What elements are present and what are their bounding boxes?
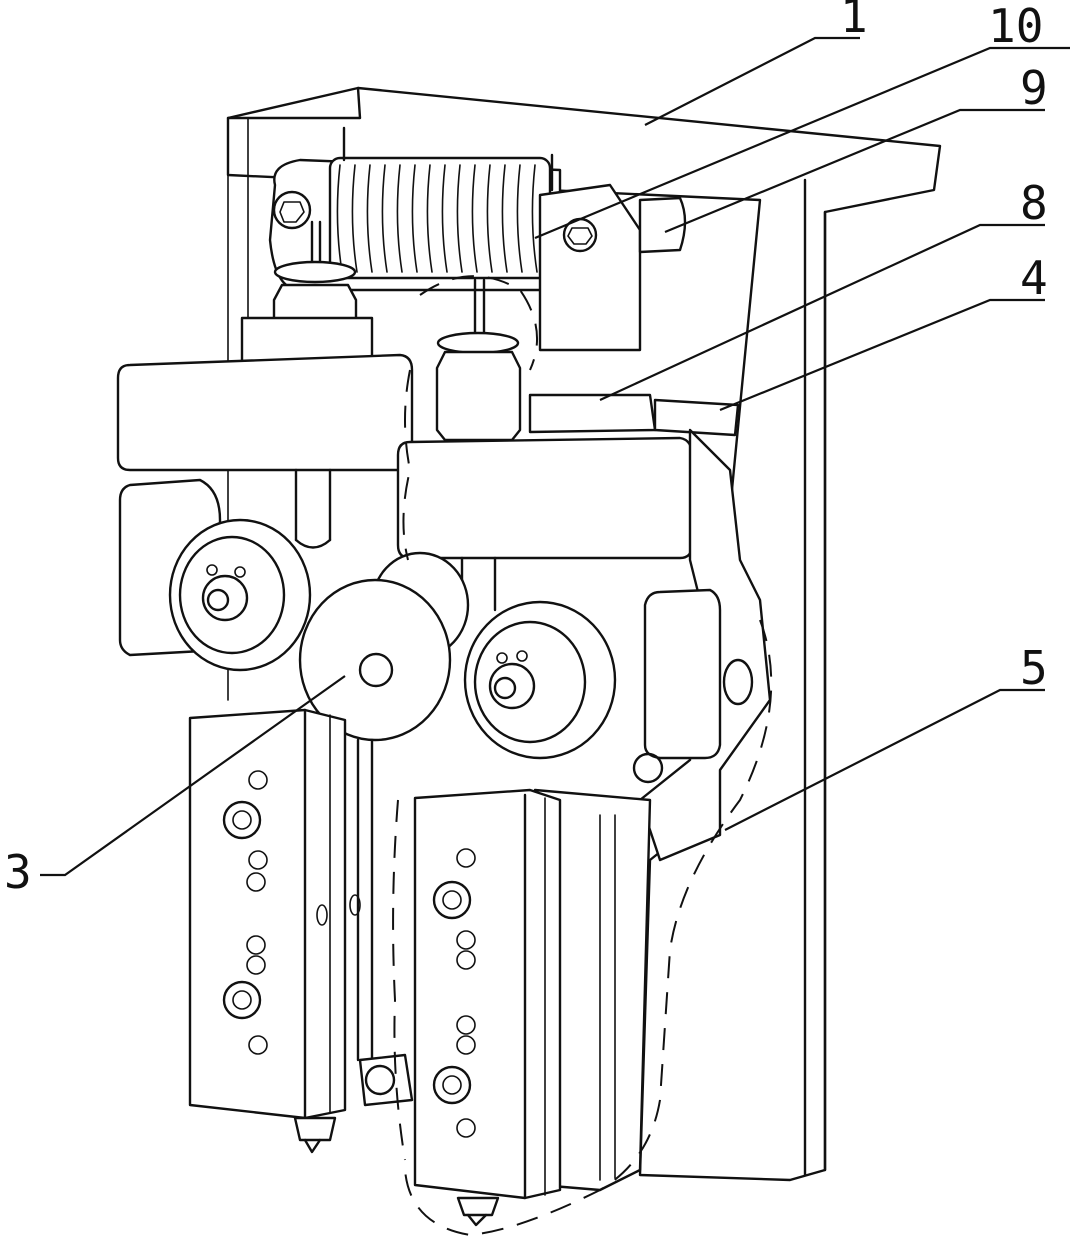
spring-mount-block	[538, 183, 642, 352]
screw-icon	[222, 980, 262, 1020]
callout-labels: 1 10 9 8 4 5 3	[4, 0, 1048, 899]
top-plate-part8	[528, 393, 657, 434]
spring-fin	[381, 164, 388, 273]
right-feed-wheel	[463, 600, 617, 760]
spring-fin	[336, 164, 343, 273]
screw-icon	[432, 1065, 472, 1105]
middle-rod	[356, 738, 414, 1107]
spring-fin	[411, 164, 418, 273]
leader-lines	[40, 36, 1070, 877]
spring-assembly	[268, 126, 687, 352]
hex-bolt-icon	[272, 190, 312, 230]
right-inlet-fitting	[436, 331, 520, 355]
right-nozzle-body	[413, 788, 652, 1227]
label-part-8: 8	[1020, 176, 1048, 230]
left-heater-block	[116, 353, 414, 472]
label-part-4: 4	[1020, 251, 1048, 305]
spring-fin	[471, 164, 478, 273]
left-nozzle-body	[188, 708, 361, 1154]
spring-fin	[531, 164, 538, 273]
left-inlet-fitting	[273, 260, 357, 284]
hex-bolt-icon	[364, 1064, 396, 1096]
drive-gear	[298, 578, 452, 742]
label-part-3: 3	[4, 845, 32, 899]
label-part-5: 5	[1020, 641, 1048, 695]
spring-rod	[638, 196, 687, 254]
spring-fin	[426, 164, 433, 273]
dashed-outlines	[392, 275, 773, 1237]
right-heater-block	[396, 436, 694, 560]
spring-fin	[501, 164, 508, 273]
block-part4	[653, 398, 740, 437]
spring-fin	[516, 164, 523, 273]
bolt-head-icon	[722, 658, 754, 706]
label-part-9: 9	[1020, 61, 1048, 115]
right-arm	[588, 428, 772, 862]
screw-icon	[222, 800, 262, 840]
idler-housing	[643, 588, 722, 760]
spring-fin	[366, 164, 373, 273]
spring-fin	[441, 164, 448, 273]
spring-fin	[456, 164, 463, 273]
right-hex-nut	[435, 350, 522, 442]
spring-fin	[486, 164, 493, 273]
center-gear	[298, 551, 470, 742]
label-part-1: 1	[840, 0, 868, 43]
label-part-10: 10	[988, 0, 1043, 53]
spring-fin	[396, 164, 403, 273]
spring-fin	[351, 164, 358, 273]
screw-icon	[432, 880, 472, 920]
left-feed-wheel	[168, 518, 312, 672]
right-carrier	[396, 278, 740, 612]
